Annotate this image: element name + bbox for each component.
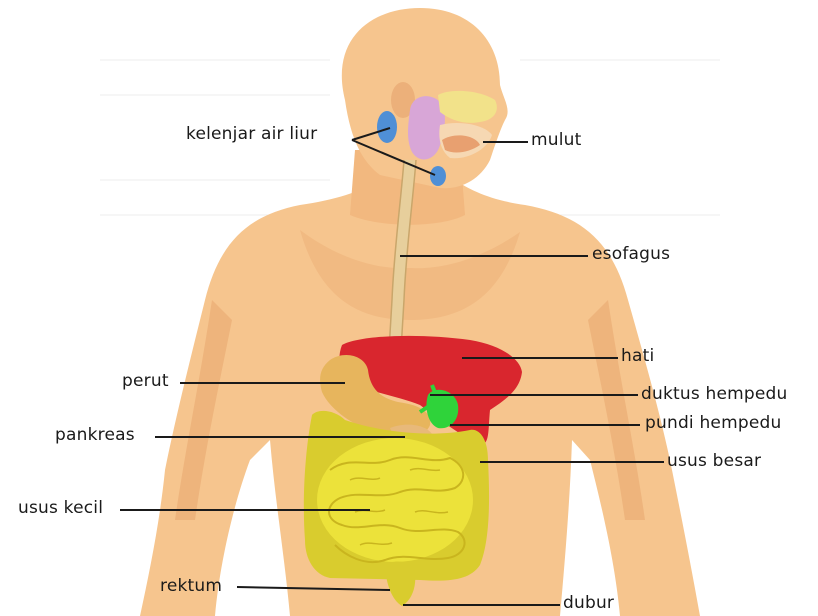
label-stomach: perut bbox=[122, 371, 169, 391]
salivary-gland-upper bbox=[377, 111, 397, 143]
label-salivary-glands: kelenjar air liur bbox=[186, 124, 317, 144]
label-anus: dubur bbox=[563, 593, 614, 613]
label-liver: hati bbox=[621, 346, 654, 366]
label-large-intestine: usus besar bbox=[667, 451, 761, 471]
label-small-intestine: usus kecil bbox=[18, 498, 103, 518]
salivary-gland-lower bbox=[430, 166, 446, 186]
label-rectum: rektum bbox=[160, 576, 222, 596]
small-intestine bbox=[317, 438, 473, 562]
label-pancreas: pankreas bbox=[55, 425, 135, 445]
label-gallbladder: pundi hempedu bbox=[645, 413, 781, 433]
label-esophagus: esofagus bbox=[592, 244, 670, 264]
label-mouth: mulut bbox=[531, 130, 582, 150]
label-bile-duct: duktus hempedu bbox=[641, 384, 788, 404]
